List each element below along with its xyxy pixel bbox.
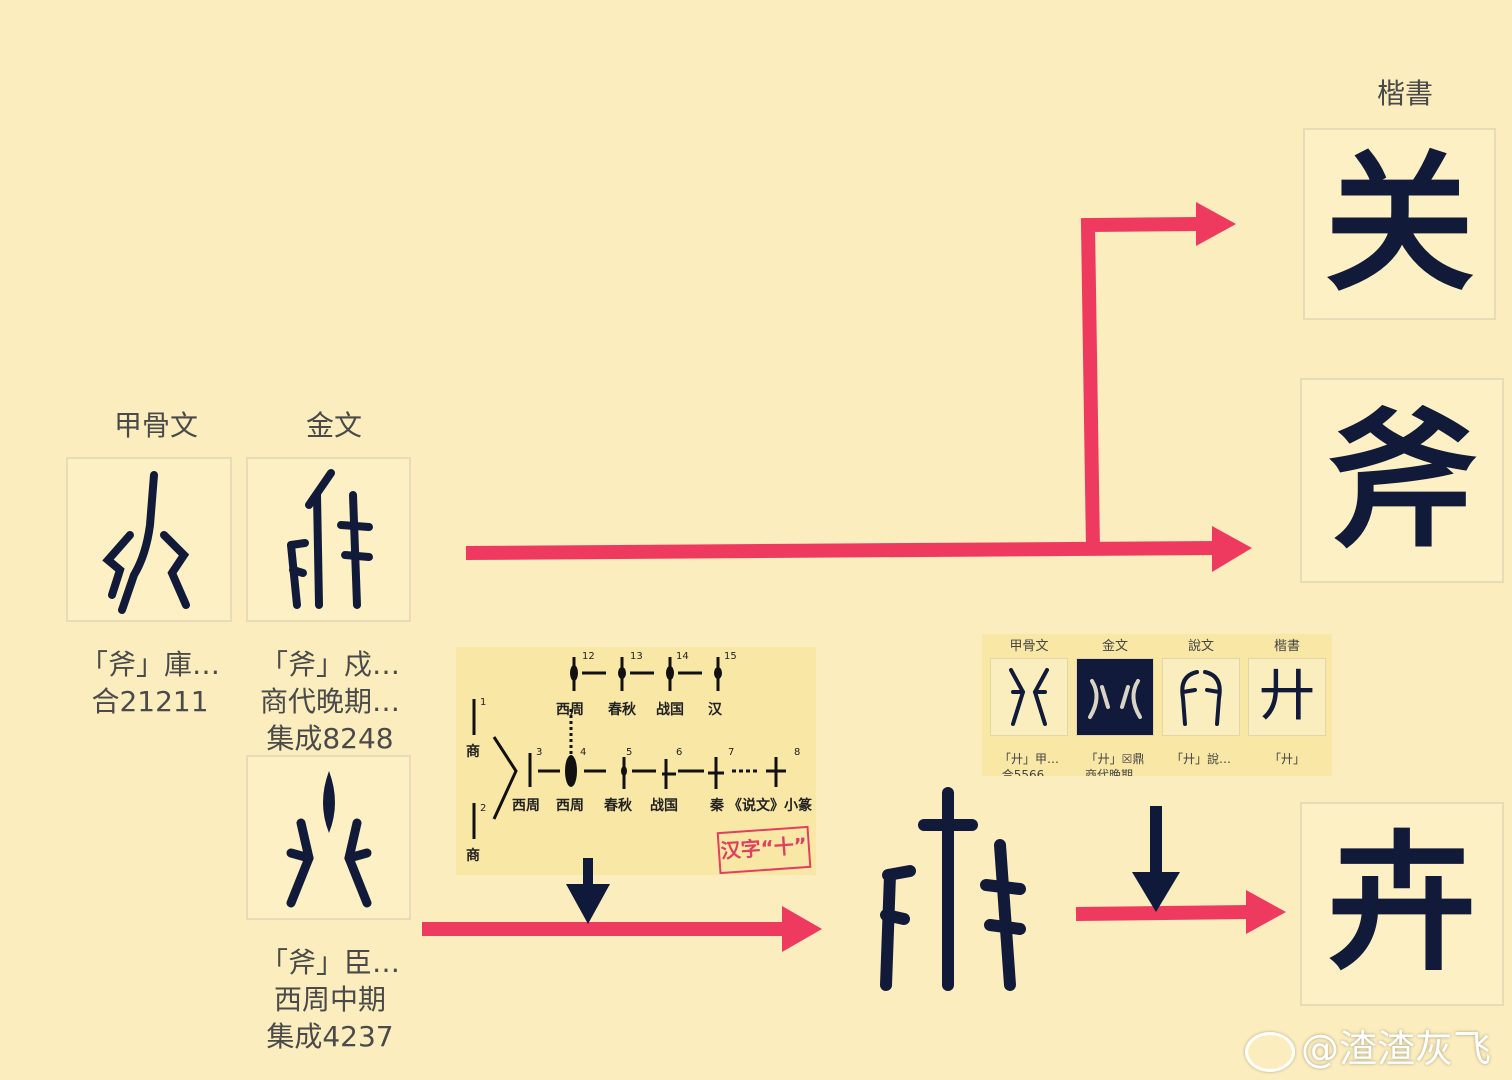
tl-bottom-label-4: 战国 [650,798,678,814]
bronze-axe-glyph-1 [286,468,373,609]
tl-num-2: 2 [480,803,487,814]
tl-num-12: 12 [582,651,595,662]
gong-cap-1a: 「廾」甲… [998,752,1059,766]
bronze-axe-glyph-2 [286,770,371,907]
large-bronze-axe-glyph [880,787,1026,991]
bronze2-caption-3: 集成4237 [266,1020,394,1053]
gong-shuowen-glyph [1180,670,1222,726]
gong-bronze-box [1076,658,1154,736]
gong-cap-3a: 「廾」說… [1170,752,1231,766]
gong-oracle-glyph [1009,668,1049,726]
kaishu-header: 楷書 [1376,77,1433,110]
bronze1-caption-1: 「斧」戍… [259,648,400,681]
gong-hdr-oracle: 甲骨文 [1009,639,1049,654]
tl-top-label-1: 西周 [556,702,584,718]
dark-arrow-down-left [566,858,610,924]
oracle-axe-glyph [102,470,190,614]
weibo-watermark: @渣渣灰飞 [1245,1018,1491,1073]
gong-shuowen-box [1162,658,1240,736]
gong-hdr-bronze: 金文 [1101,639,1128,654]
gong-inset: 甲骨文 金文 說文 楷書 廾 「廾」甲… 合5566… 「廾」☒鼎 [982,634,1332,776]
arrow-main-to-fu [465,526,1252,572]
bronze-header: 金文 [305,409,362,442]
oracle-header: 甲骨文 [113,409,198,442]
shi-timeline-strokes [472,657,786,839]
dark-arrow-down-right [1132,806,1180,912]
kaishu-char-3: 卉 [1326,816,1477,992]
tl-top-label-4: 汉 [708,702,722,718]
gong-hdr-shuowen: 說文 [1187,639,1214,654]
tl-bottom-label-6: 《说文》小篆 [728,798,812,814]
tl-num-3: 3 [536,747,543,758]
tl-num-7: 7 [728,747,735,758]
shi-timeline-inset: 西周 春秋 战国 汉 西周 西周 春秋 战国 秦 《说文》小篆 商 商 12 1… [456,647,816,875]
bronze-glyph-box-1 [246,457,411,622]
tl-num-1: 1 [480,697,487,708]
gong-cap-4a: 「廾」 [1268,752,1305,766]
arrow-branch-to-guan [1080,202,1236,551]
watermark-text: @渣渣灰飞 [1301,1027,1492,1071]
bronze2-caption-2: 西周中期 [273,983,386,1016]
oracle-caption-1: 「斧」庫… [79,648,220,681]
gong-cap-1b: 合5566… [1001,768,1057,776]
tl-bottom-label-1: 西周 [512,798,540,814]
tl-num-8: 8 [794,747,801,758]
tl-num-4: 4 [580,747,587,758]
gong-bronze-glyph [1088,679,1142,719]
kaishu-box-1: 关 [1303,128,1496,320]
bronze1-caption-2: 商代晚期… [259,685,400,718]
tl-left-label-1: 商 [466,744,480,760]
tl-left-label-2: 商 [466,848,480,864]
kaishu-char-2: 斧 [1326,392,1477,569]
gong-oracle-box [990,658,1068,736]
arrow-bronze-to-hui [1075,890,1286,934]
oracle-glyph-box [66,457,232,622]
tl-num-13: 13 [630,651,643,662]
bronze1-caption-3: 集成8248 [266,722,394,755]
tl-num-6: 6 [676,747,683,758]
gong-cap-2a: 「廾」☒鼎 [1085,752,1145,766]
kaishu-box-2: 斧 [1300,378,1504,583]
kaishu-box-3: 卉 [1300,802,1504,1006]
bronze-glyph-box-2 [246,755,411,920]
kaishu-char-1: 关 [1324,136,1475,312]
gong-cap-2b: 商代晚期… [1084,768,1145,776]
tl-num-15: 15 [724,651,737,662]
tl-top-label-2: 春秋 [608,702,636,718]
tl-top-label-3: 战国 [656,702,684,718]
gong-kaishu-box: 廾 [1248,658,1326,736]
weibo-icon [1245,1031,1295,1072]
tl-bottom-label-2: 西周 [556,798,584,814]
gong-kaishu-char: 廾 [1259,664,1315,729]
tl-bottom-label-5: 秦 [710,798,724,814]
oracle-caption-2: 合21211 [91,685,209,718]
tl-num-14: 14 [676,651,689,662]
tl-bottom-label-3: 春秋 [604,798,632,814]
gong-hdr-kaishu: 楷書 [1273,639,1300,654]
tl-num-5: 5 [626,747,633,758]
bronze2-caption-1: 「斧」臣… [259,946,400,979]
arrow-lower-to-bronze [422,906,822,952]
